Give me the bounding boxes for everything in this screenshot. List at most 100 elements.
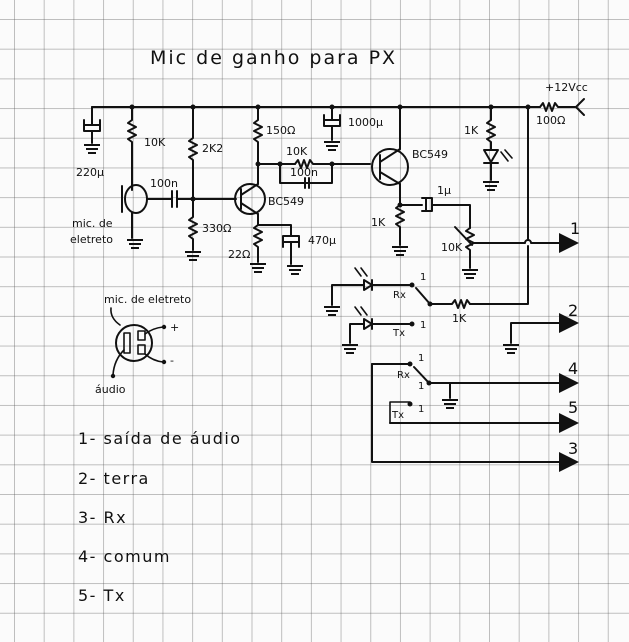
resistor-2k2 <box>188 106 198 200</box>
ground-symbol <box>126 239 144 249</box>
switch-tx-label: Tx <box>392 328 405 339</box>
mic-pinout-minus: - <box>170 354 174 367</box>
capacitor-100n-feedback <box>304 177 310 189</box>
ground-symbol <box>323 141 341 151</box>
led-rx-rays <box>354 267 368 277</box>
c-feedback-label: 100n <box>290 166 318 179</box>
transistor-q1 <box>234 183 266 215</box>
r-collector-label: 150Ω <box>266 124 295 137</box>
microphone-symbol <box>124 184 148 214</box>
diagram-title: Mic de ganho para PX <box>150 47 397 69</box>
tx-box <box>389 401 411 424</box>
r-base-upper-label: 2K2 <box>202 142 223 155</box>
resistor-1k-q2-emitter <box>395 183 405 246</box>
output-3-line <box>371 363 579 472</box>
switch2-pos-common: 1 <box>418 381 424 392</box>
mic-pinout-pointer <box>110 307 121 326</box>
output-2-label: 2 <box>568 301 580 320</box>
capacitor-1u <box>399 197 471 229</box>
ground-symbol <box>441 399 459 409</box>
switch-pos-tx: 1 <box>420 320 426 331</box>
resistor-330 <box>188 198 198 251</box>
mic-pinout-audio: áudio <box>95 383 126 396</box>
r-bias-label: 10K <box>144 136 166 149</box>
transistor-q1-body <box>240 183 259 215</box>
capacitor-1000u <box>323 106 341 141</box>
resistor-1k-switch <box>429 299 471 309</box>
legend-item-1: 1- saída de áudio <box>78 429 242 448</box>
q1-label: BC549 <box>268 195 304 208</box>
q2-label: BC549 <box>412 148 448 161</box>
ground-symbol <box>461 269 479 279</box>
mic-label-2: eletreto <box>70 233 113 246</box>
output-5-label: 5 <box>568 398 580 417</box>
potentiometer-arrow <box>454 226 473 246</box>
resistor-22 <box>253 213 263 263</box>
ground-symbol <box>482 181 500 191</box>
r-q2-emitter-label: 1K <box>371 216 386 229</box>
mic-pinout-circle <box>115 324 153 362</box>
wire-12v-to-switch <box>469 106 529 305</box>
r-feedback-label: 10K <box>286 145 308 158</box>
c-output-label: 1µ <box>437 184 451 197</box>
ground-symbol <box>83 144 101 154</box>
r-led-label: 1K <box>464 124 479 137</box>
switch2-pos-rx: 1 <box>418 353 424 364</box>
supply-resistor <box>539 102 576 112</box>
mic-pinout-pads <box>123 330 146 355</box>
ground-symbol <box>391 246 409 256</box>
switch-lever-led <box>415 287 431 305</box>
mic-pinout-label: mic. de eletreto <box>104 293 191 306</box>
mic-label-1: mic. de <box>72 217 113 230</box>
r-emitter-label: 22Ω <box>228 248 250 261</box>
output-2-line <box>510 313 579 344</box>
switch-lever-output <box>413 366 430 384</box>
legend-item-3: 3- Rx <box>78 508 127 527</box>
supply-resistor-label: 100Ω <box>536 114 565 127</box>
legend-item-5: 5- Tx <box>78 586 126 605</box>
switch2-rx-label: Rx <box>397 370 410 381</box>
resistor-150 <box>253 106 263 185</box>
output-4-label: 4 <box>568 359 580 378</box>
ground-symbol <box>323 306 341 316</box>
switch-rx-label: Rx <box>393 290 406 301</box>
c-filter2-label: 1000µ <box>348 116 383 129</box>
legend-item-2: 2- terra <box>78 469 150 488</box>
c-emitter-label: 470µ <box>308 234 336 247</box>
r-base-lower-label: 330Ω <box>202 222 231 235</box>
led-light-rays <box>500 149 513 162</box>
supply-label: +12Vcc <box>545 81 588 94</box>
pot-label: 10K <box>441 241 463 254</box>
c-input-label: 220µ <box>76 166 104 179</box>
supply-input-arrow <box>575 98 585 116</box>
resistor-1k-led <box>486 106 496 151</box>
transistor-q2-body <box>379 148 401 185</box>
mic-pinout-minus-lead <box>144 353 164 363</box>
ground-symbol <box>341 344 359 354</box>
ground-symbol <box>502 344 520 354</box>
led-tx-rays <box>354 306 368 316</box>
led-power <box>483 149 499 181</box>
led-rx <box>331 279 413 306</box>
potentiometer-10k <box>465 227 475 269</box>
output-1-line <box>472 233 579 253</box>
c-coupling-label: 100n <box>150 177 178 190</box>
switch-pos-rx: 1 <box>420 272 426 283</box>
output-1-label: 1 <box>570 219 582 238</box>
led-tx <box>349 318 413 344</box>
r-switch-label: 1K <box>452 312 467 325</box>
resistor-10k-bias <box>127 106 137 191</box>
ground-symbol <box>249 263 267 273</box>
ground-symbol <box>184 251 202 261</box>
resistor-10k-feedback <box>294 159 371 169</box>
mic-pinout-plus-lead <box>144 326 164 335</box>
ground-symbol <box>286 265 304 275</box>
transistor-q2 <box>371 148 409 186</box>
switch2-tx-label: Tx <box>391 410 404 421</box>
mic-pinout-plus: + <box>170 321 179 334</box>
capacitor-100n-coupling <box>146 190 194 208</box>
switch2-pos-tx: 1 <box>418 404 424 415</box>
mic-pinout-audio-lead <box>112 349 125 376</box>
output-3-label: 3 <box>568 439 580 458</box>
